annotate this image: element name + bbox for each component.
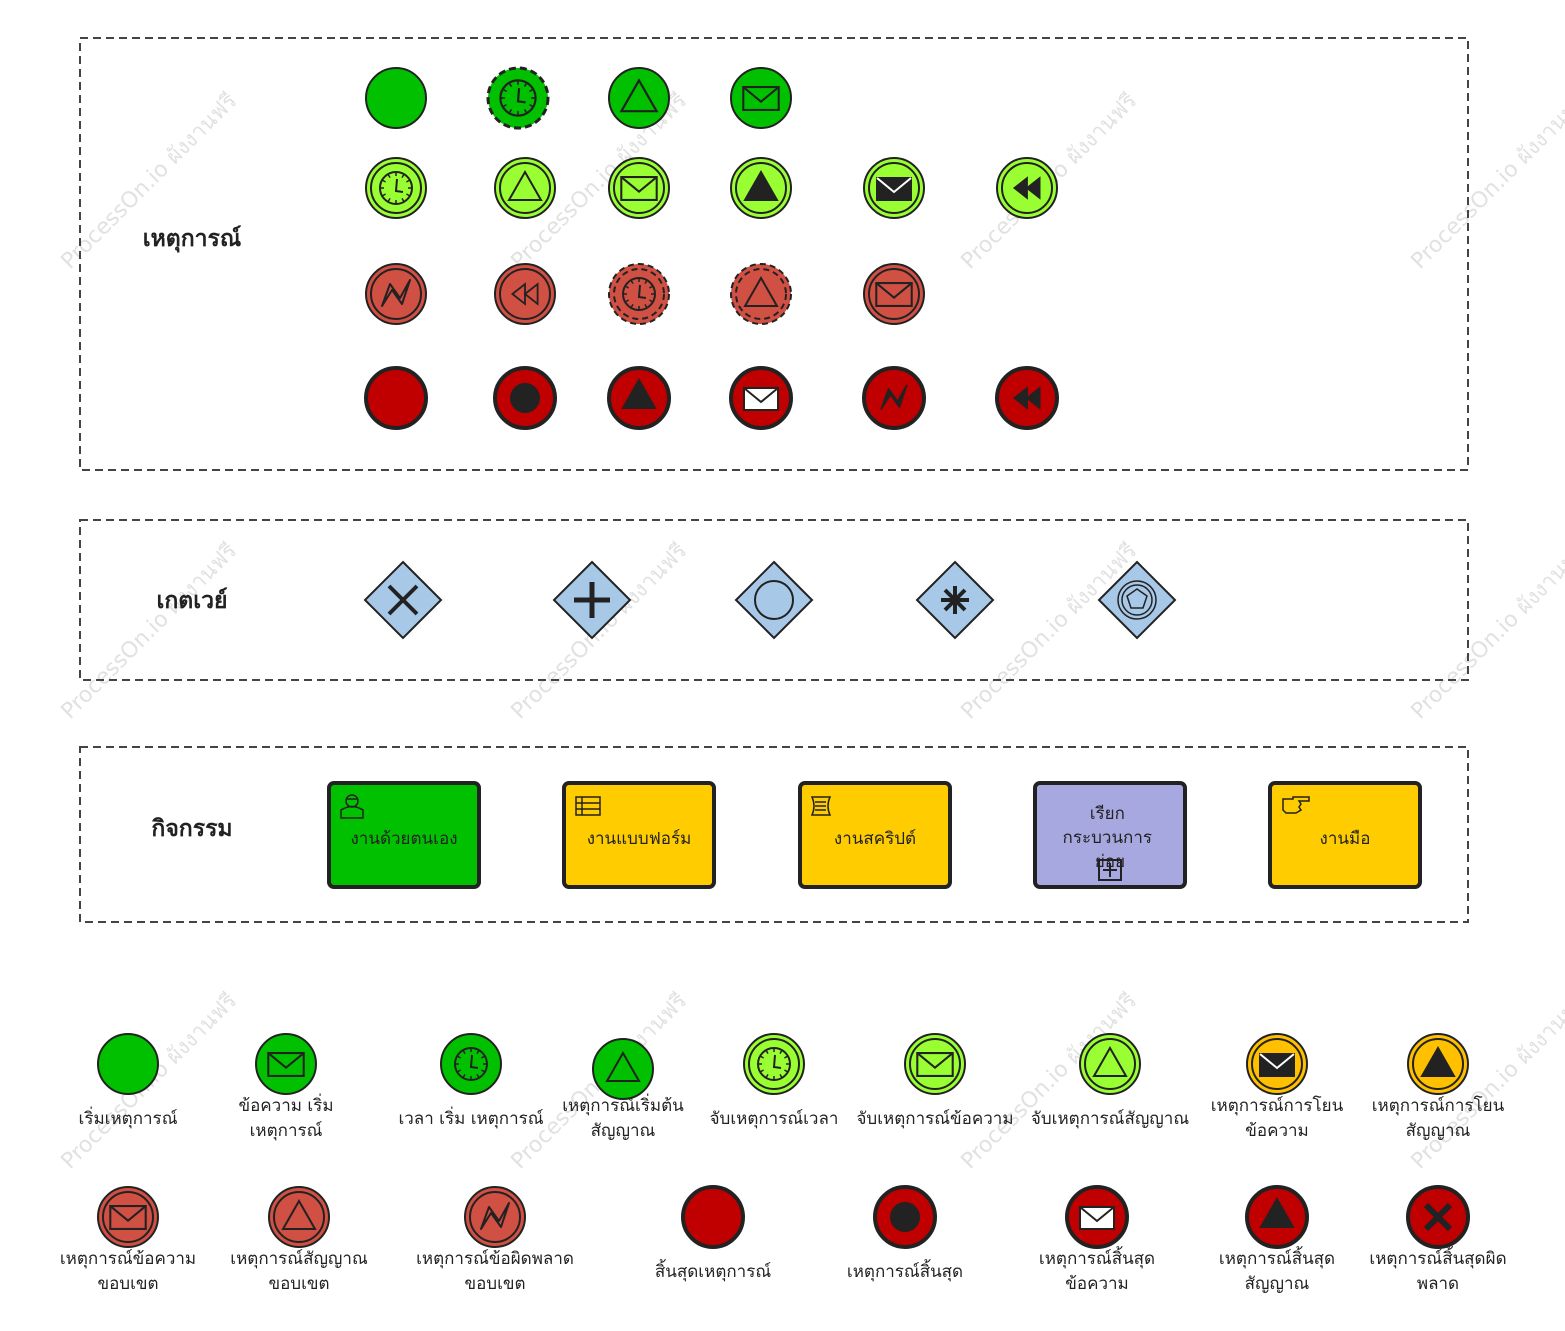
legend-labels: เริ่มเหตุการณ์ ข้อความ เริ่มเหตุการณ์ เวลา… — [60, 1093, 1507, 1294]
task-script: งานสคริปต์ — [798, 781, 952, 889]
legend-row1-label: ข้อความ เริ่มเหตุการณ์ — [238, 1093, 333, 1141]
activities-title: กิจกรรม — [151, 816, 232, 842]
task-label: งานด้วยตนเอง — [351, 829, 458, 849]
subprocess-plus-icon — [1098, 859, 1122, 881]
legend-error-end-event — [1406, 1185, 1470, 1249]
message-end-event — [729, 366, 793, 430]
legend-row1-label: เริ่มเหตุการณ์ — [79, 1106, 178, 1129]
legend-message-start-event — [255, 1033, 317, 1095]
legend-error-boundary-event — [464, 1186, 526, 1248]
gateways-panel — [79, 519, 1469, 681]
task-label: งานมือ — [1320, 829, 1371, 849]
legend-signal-end-event — [1245, 1185, 1309, 1249]
signal-end-event — [607, 366, 671, 430]
signal-throw-event — [730, 157, 792, 219]
timer-catch-event — [365, 157, 427, 219]
task-hand: งานมือ — [1268, 781, 1422, 889]
legend-start-event — [97, 1033, 159, 1095]
end-event — [364, 366, 428, 430]
parallel-gateway — [552, 560, 632, 640]
signal-start-event — [608, 67, 670, 129]
task-label: งานสคริปต์ — [834, 829, 916, 849]
watermark-text: ProcessOn.io ผังงานฟรี — [957, 539, 1143, 725]
pentagon-icon — [1126, 588, 1148, 609]
legend-row1-label: จับเหตุการณ์ข้อความ — [856, 1109, 1013, 1129]
x-icon — [1423, 1202, 1453, 1232]
legend-terminate-end-event — [873, 1185, 937, 1249]
legend-signal-throw-event — [1407, 1033, 1469, 1095]
signal-boundary-event-non-interrupting — [730, 263, 792, 325]
compensation-throw-event — [996, 157, 1058, 219]
legend-timer-start-event — [440, 1033, 502, 1095]
message-catch-event — [608, 157, 670, 219]
events-panel — [79, 37, 1469, 471]
legend-row1-label: จับเหตุการณ์สัญญาณ — [1031, 1109, 1189, 1129]
watermark-text: ProcessOn.io ผังงานฟรี — [57, 539, 243, 725]
exclusive-gateway — [363, 560, 443, 640]
legend-message-catch-event — [904, 1033, 966, 1095]
envelope-icon — [1079, 1206, 1115, 1230]
legend-row1-label: เวลา เริ่ม เหตุการณ์ — [398, 1106, 543, 1129]
form-icon — [575, 796, 601, 816]
legend-row1-label: เหตุการณ์เริ่มต้นสัญญาณ — [562, 1093, 684, 1141]
legend-row2-label: เหตุการณ์ข้อความขอบเขต — [60, 1249, 196, 1294]
legend-row2-label: เหตุการณ์ข้อผิดพลาดขอบเขต — [416, 1249, 574, 1294]
legend-message-boundary-event — [97, 1186, 159, 1248]
activities-panel — [79, 746, 1469, 923]
event-based-gateway — [1097, 560, 1177, 640]
asterisk-icon — [941, 586, 969, 614]
compensation-end-event — [995, 366, 1059, 430]
legend-row1-label: เหตุการณ์การโยนสัญญาณ — [1372, 1095, 1505, 1141]
watermark-text: ProcessOn.io ผังงานฟรี — [1407, 539, 1565, 725]
error-end-event — [862, 366, 926, 430]
message-throw-event — [863, 157, 925, 219]
inclusive-gateway — [734, 560, 814, 640]
user-icon — [340, 794, 364, 819]
events-title: เหตุการณ์ — [143, 225, 242, 253]
legend-signal-catch-event — [1079, 1033, 1141, 1095]
signal-catch-event — [494, 157, 556, 219]
complex-gateway — [915, 560, 995, 640]
legend-timer-catch-event — [743, 1033, 805, 1095]
compensation-boundary-event — [494, 263, 556, 325]
legend-row2-label: สิ้นสุดเหตุการณ์ — [655, 1259, 771, 1282]
terminate-end-event — [493, 366, 557, 430]
legend-row2-label: เหตุการณ์สิ้นสุดผิดพลาด — [1369, 1246, 1506, 1294]
legend-row2-label: เหตุการณ์สัญญาณขอบเขต — [230, 1249, 368, 1294]
timer-start-event-non-interrupting — [486, 66, 550, 130]
legend-message-end-event — [1065, 1185, 1129, 1249]
watermark-layer: ProcessOn.io ผังงานฟรี ProcessOn.io ผังงา… — [57, 89, 1565, 1175]
envelope-filled-icon — [876, 177, 912, 201]
gateways-title: เกตเวย์ — [157, 587, 228, 614]
task-label: งานแบบฟอร์ม — [587, 829, 692, 849]
legend-end-event — [681, 1185, 745, 1249]
watermark-text: ProcessOn.io ผังงานฟรี — [1407, 89, 1565, 275]
envelope-filled-icon — [1259, 1053, 1295, 1077]
legend-row2-label: เหตุการณ์สิ้นสุดข้อความ — [1039, 1246, 1155, 1294]
legend-row1-label: จับเหตุการณ์เวลา — [710, 1109, 839, 1129]
legend-row2-label: เหตุการณ์สิ้นสุดสัญญาณ — [1219, 1246, 1335, 1294]
circle-icon — [754, 580, 794, 620]
message-start-event — [730, 67, 792, 129]
legend-message-throw-event — [1246, 1033, 1308, 1095]
task-label: เรียก กระบวนการ ย่อย — [1063, 804, 1158, 872]
script-icon — [810, 796, 832, 816]
task-manual-self: งานด้วยตนเอง — [327, 781, 481, 889]
task-form: งานแบบฟอร์ม — [562, 781, 716, 889]
legend-signal-start-event — [592, 1038, 654, 1100]
task-call-subprocess: เรียก กระบวนการ ย่อย — [1033, 781, 1187, 889]
legend-signal-boundary-event — [268, 1186, 330, 1248]
envelope-icon — [743, 387, 779, 411]
timer-boundary-event-non-interrupting — [608, 263, 670, 325]
legend-row1-label: เหตุการณ์การโยนข้อความ — [1211, 1095, 1344, 1141]
hand-icon — [1282, 796, 1310, 814]
legend-row2-label: เหตุการณ์สิ้นสุด — [847, 1259, 963, 1282]
error-boundary-event — [365, 263, 427, 325]
message-boundary-event — [863, 263, 925, 325]
start-event — [365, 67, 427, 129]
